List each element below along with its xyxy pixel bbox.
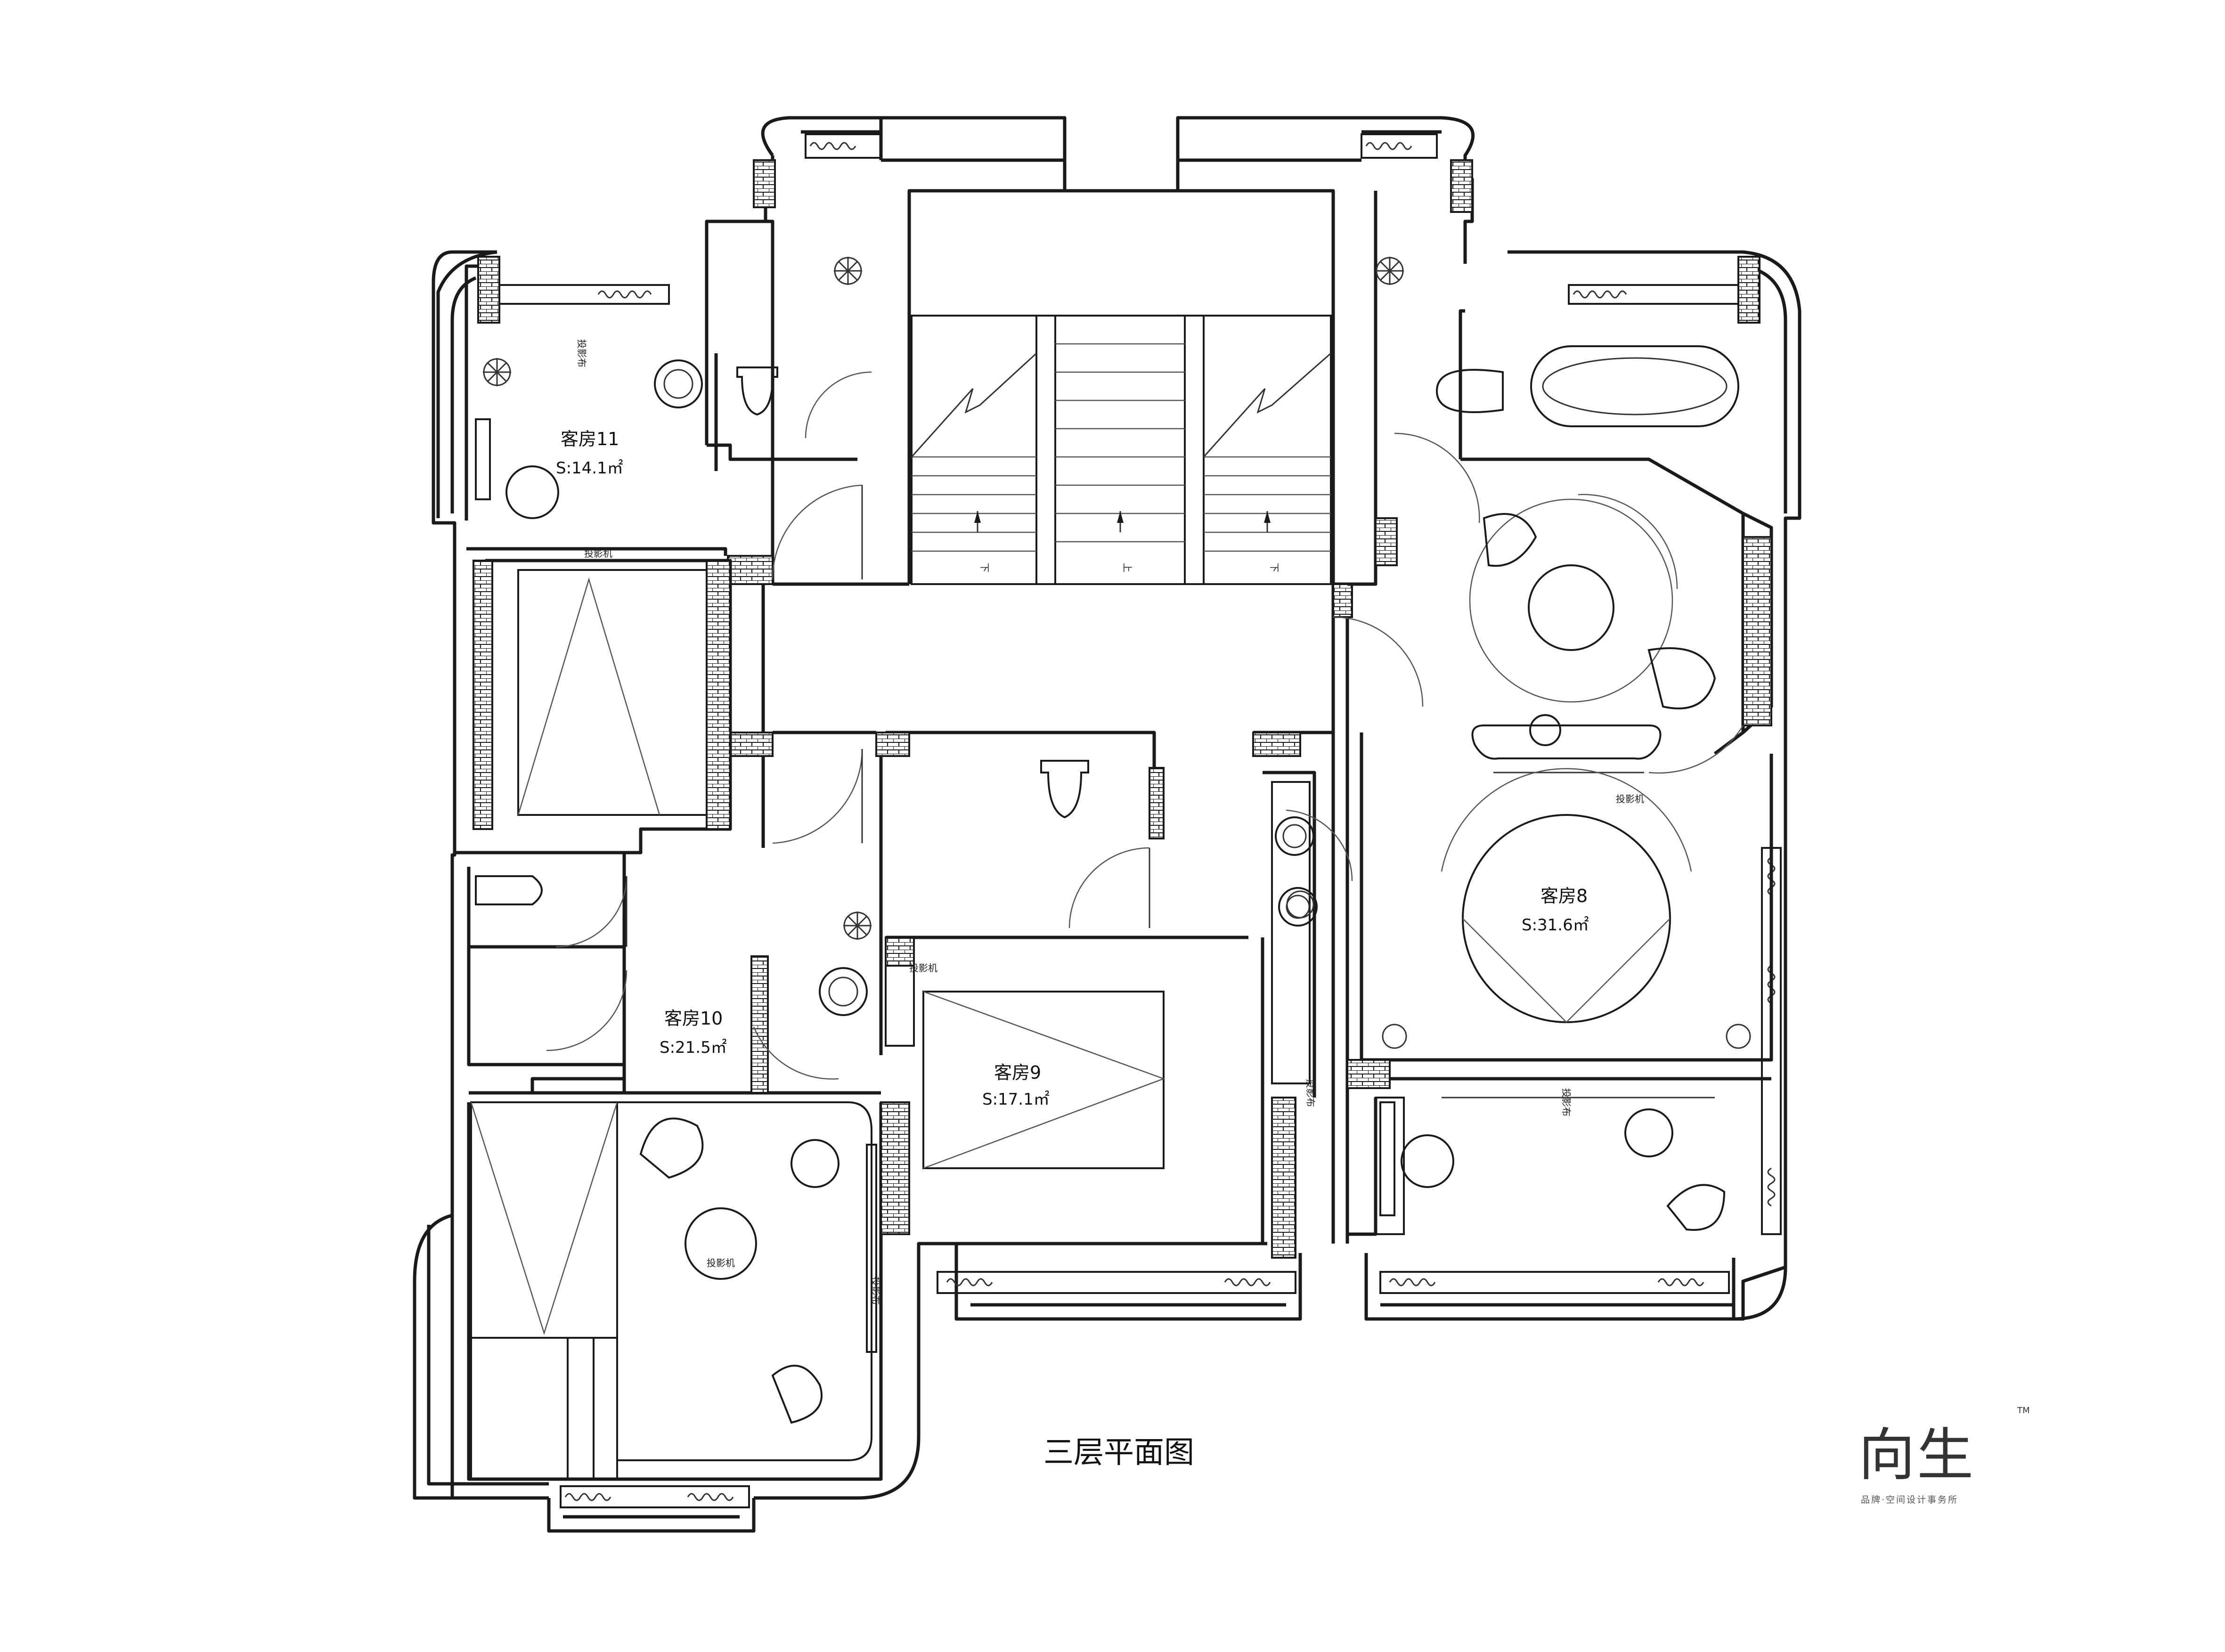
projector-label-room-10: 投影机 xyxy=(707,1257,735,1269)
logo-tagline: 品牌·空间设计事务所 xyxy=(1861,1495,1958,1505)
room-9-name: 客房9 xyxy=(994,1062,1041,1083)
room-10-name: 客房10 xyxy=(664,1008,723,1029)
stair-arrows xyxy=(974,511,1271,532)
equipment-labels: 投影机 投影布 投影机 投影机 投影布 投影布 投影机 投影布 xyxy=(576,339,1644,1305)
staircase xyxy=(911,315,1332,585)
logo-tm: TM xyxy=(2017,1406,2030,1416)
door-swings xyxy=(546,371,1744,1080)
projector-label-room-8: 投影机 xyxy=(1616,793,1644,805)
drawing-title: 三层平面图 xyxy=(1043,1435,1194,1470)
logo-mark: 向生 xyxy=(1858,1423,1975,1488)
room-8-area: S:31.6㎡ xyxy=(1522,916,1589,935)
interior-walls xyxy=(455,191,1773,1481)
room-8-name: 客房8 xyxy=(1540,886,1588,906)
stair-up-label: 上 xyxy=(1122,563,1133,572)
room-labels: 客房11 S:14.1㎡ 客房10 S:21.5㎡ 客房9 S:17.1㎡ 客房… xyxy=(556,429,1589,1109)
stair-down-left-label: 下 xyxy=(979,563,990,572)
screen-label-room-10: 投影布 xyxy=(870,1277,881,1305)
window-curtains xyxy=(498,133,1782,1508)
projector-label-room-11: 投影机 xyxy=(584,548,612,559)
screen-label-room-11: 投影布 xyxy=(576,339,587,367)
exterior-walls xyxy=(413,116,1801,1533)
fixtures xyxy=(475,257,1751,1424)
brand-logo: 向生 TM 品牌·空间设计事务所 xyxy=(1858,1406,2030,1505)
projector-label-room-9: 投影机 xyxy=(909,962,937,974)
screen-label-room-8: 投影布 xyxy=(1561,1088,1572,1116)
room-9-area: S:17.1㎡ xyxy=(982,1090,1050,1109)
stair-labels: 下 上 下 xyxy=(979,563,1280,572)
room-11-area: S:14.1㎡ xyxy=(556,459,623,478)
screen-label-corridor: 投影布 xyxy=(1305,1079,1316,1107)
room-11-name: 客房11 xyxy=(561,429,619,449)
room-10-area: S:21.5㎡ xyxy=(660,1038,727,1057)
stair-down-right-label: 下 xyxy=(1269,563,1280,572)
